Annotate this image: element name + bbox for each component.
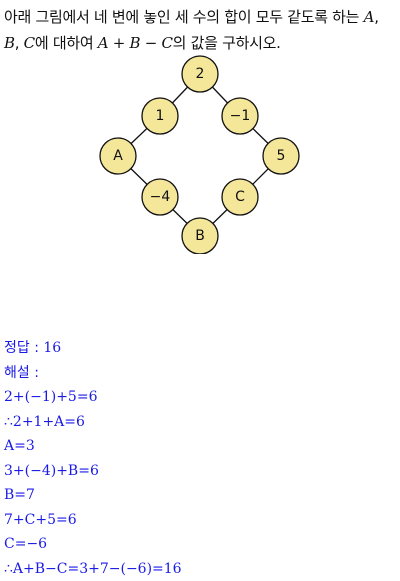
node-left-label: A (113, 148, 123, 164)
question-text: 아래 그림에서 네 변에 놓인 세 수의 합이 모두 같도록 하는 A,B, C… (4, 4, 398, 56)
node-right: 5 (263, 138, 299, 174)
separator-2: , (15, 34, 24, 52)
diagram-edges (118, 74, 281, 236)
node-upper-right: −1 (222, 98, 258, 134)
answer-line: 정답 : 16 (4, 336, 398, 361)
answer-section: 정답 : 16 해설 : 2+(−1)+5=6 ∴2+1+A=6 A=3 3+(… (4, 336, 398, 581)
number-diamond-diagram: 2 1 −1 A 5 −4 C B (98, 54, 302, 254)
node-left: A (100, 138, 136, 174)
solution-line-2: ∴2+1+A=6 (4, 410, 398, 435)
solution-label-line: 해설 : (4, 361, 398, 386)
variable-c: C (24, 34, 35, 52)
node-bottom-label: B (195, 228, 205, 244)
solution-line-4: 3+(−4)+B=6 (4, 459, 398, 484)
solution-line-6: 7+C+5=6 (4, 508, 398, 533)
solution-label: 해설 : (4, 365, 39, 381)
solution-line-7: C=−6 (4, 532, 398, 557)
question-part1: 아래 그림에서 네 변에 놓인 세 수의 합이 모두 같도록 하는 (4, 8, 364, 26)
solution-line-8: ∴A+B−C=3+7−(−6)=16 (4, 557, 398, 581)
node-upper-right-label: −1 (230, 108, 251, 124)
node-lower-right: C (222, 179, 258, 215)
separator-1: , (374, 8, 378, 26)
node-bottom: B (182, 218, 218, 254)
question-expression: A + B − C (98, 34, 173, 52)
node-top: 2 (182, 56, 218, 92)
variable-b: B (4, 34, 15, 52)
node-lower-right-label: C (235, 189, 245, 205)
solution-line-5: B=7 (4, 483, 398, 508)
node-lower-left: −4 (142, 179, 178, 215)
node-upper-left-label: 1 (156, 108, 165, 124)
variable-a: A (364, 8, 375, 26)
answer-label: 정답 : (4, 340, 39, 356)
node-lower-left-label: −4 (150, 189, 171, 205)
node-right-label: 5 (277, 148, 286, 164)
question-part3: 의 값을 구하시오. (173, 34, 281, 52)
solution-line-1: 2+(−1)+5=6 (4, 385, 398, 410)
solution-line-3: A=3 (4, 434, 398, 459)
node-upper-left: 1 (142, 98, 178, 134)
answer-value: 16 (43, 340, 61, 356)
node-top-label: 2 (196, 66, 205, 82)
question-part2: 에 대하여 (35, 34, 98, 52)
